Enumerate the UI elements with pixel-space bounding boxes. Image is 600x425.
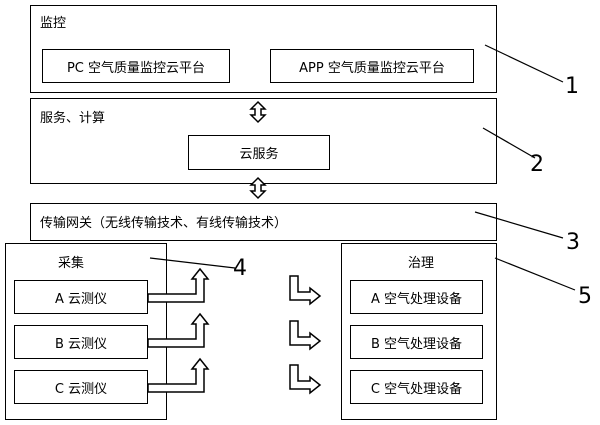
callout-line-5	[494, 257, 576, 291]
app-platform-box: APP 空气质量监控云平台	[270, 49, 474, 83]
treat-layer-title: 治理	[408, 256, 435, 271]
double-arrow-icon-1	[250, 101, 266, 123]
callout-number-4: 4	[233, 256, 247, 281]
callout-line-3	[474, 211, 564, 239]
callout-number-3: 3	[566, 230, 580, 255]
collect-layer-title: 采集	[58, 256, 85, 271]
callout-line-1	[484, 44, 564, 83]
callout-line-2	[482, 127, 536, 159]
treatment-device-a-box: A 空气处理设备	[350, 280, 483, 314]
cloud-service-box: 云服务	[188, 135, 330, 170]
service-layer-title: 服务、计算	[40, 111, 106, 126]
bent-up-arrow-icon-b	[147, 313, 209, 348]
pc-platform-box: PC 空气质量监控云平台	[42, 49, 230, 83]
bent-right-arrow-icon-a	[289, 275, 321, 305]
callout-number-1: 1	[565, 74, 579, 99]
double-arrow-icon-2	[250, 177, 266, 199]
gateway-layer-box	[30, 203, 497, 241]
treatment-device-c-box: C 空气处理设备	[350, 370, 483, 404]
collector-a-box: A 云测仪	[14, 280, 148, 314]
callout-line-4	[149, 257, 236, 269]
bent-right-arrow-icon-b	[289, 320, 321, 350]
collector-c-box: C 云测仪	[14, 370, 148, 404]
bent-right-arrow-icon-c	[289, 364, 321, 394]
collector-b-box: B 云测仪	[14, 325, 148, 359]
treatment-device-b-box: B 空气处理设备	[350, 325, 483, 359]
bent-up-arrow-icon-a	[147, 268, 209, 303]
monitor-layer-title: 监控	[40, 16, 67, 31]
callout-number-5: 5	[578, 284, 592, 309]
bent-up-arrow-icon-c	[147, 358, 209, 393]
callout-number-2: 2	[530, 152, 544, 177]
gateway-layer-title: 传输网关（无线传输技术、有线传输技术）	[40, 216, 288, 231]
